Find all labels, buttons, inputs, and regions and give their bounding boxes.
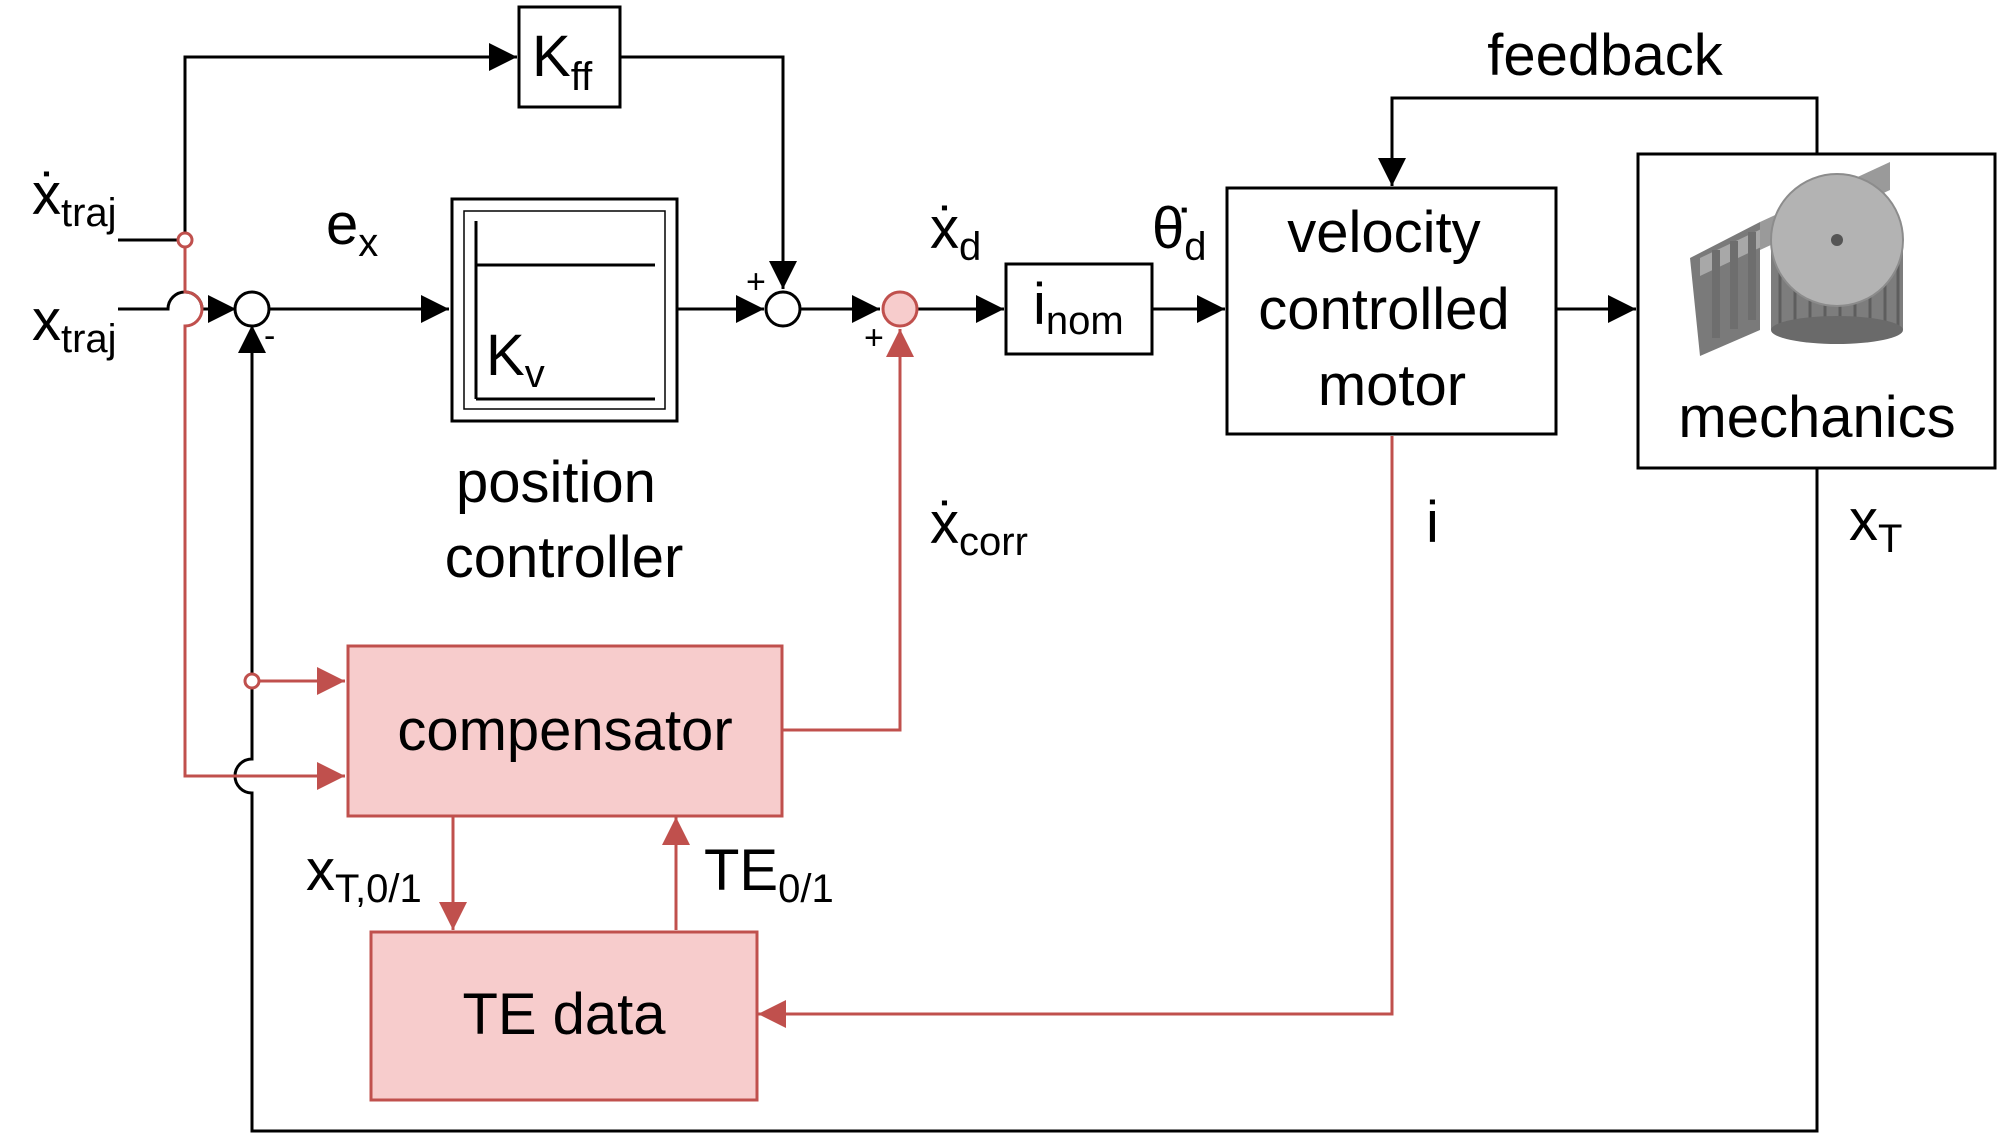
velocity-motor-block: [1225, 186, 1558, 436]
xT-label: xT: [1849, 488, 1902, 561]
xdot-traj-tap-point: [176, 231, 194, 249]
sum2-plus-sign: +: [746, 263, 766, 301]
TE01-label: TE0/1: [704, 838, 834, 911]
feedback-loop-line: [1378, 96, 1819, 186]
ex-label: ex: [326, 192, 378, 265]
kff-label: Kff: [532, 24, 593, 99]
xdot-traj-tap-line: [183, 247, 345, 790]
te-data-label: TE data: [462, 982, 666, 1047]
current-i-label: i: [1426, 490, 1439, 555]
sum1-minus-sign: -: [264, 317, 275, 355]
position-controller-block: [450, 197, 679, 423]
kv-label: Kv: [486, 323, 545, 396]
xT-tap-point: [243, 672, 261, 690]
sum3-plus-sign: +: [864, 319, 884, 357]
compensator-block: [346, 644, 784, 818]
x-traj-label: xtraj: [32, 288, 117, 361]
xdot-d-label: ẋd: [930, 196, 981, 269]
gear-rack-icon: [1690, 162, 1904, 356]
position-controller-inner-frame: [463, 210, 666, 410]
feedforward-branch-line: [183, 43, 517, 233]
velocity-motor-label: velocity controlled motor: [1258, 200, 1526, 418]
current-i-line: [758, 436, 1394, 1028]
feedback-label: feedback: [1487, 23, 1723, 88]
inom-label: inom: [1033, 272, 1124, 343]
position-controller-label: position controller: [445, 450, 684, 590]
black-signal-lines: [118, 43, 1819, 1133]
position-return-line: [233, 325, 1819, 1133]
mechanics-label: mechanics: [1678, 385, 1955, 450]
inom-block: [1004, 262, 1154, 356]
xdot-corr-label: ẋcorr: [930, 491, 1028, 564]
compensator-label: compensator: [397, 698, 732, 763]
kff-output-line: [620, 55, 797, 289]
thetadot-d-label: θ̇d: [1152, 196, 1207, 269]
xdot-traj-label: ẋtraj: [32, 162, 117, 235]
red-signal-lines: [183, 247, 1394, 1028]
xT01-label: xT,0/1: [306, 838, 422, 911]
sum-junction-2: [764, 290, 802, 328]
kff-block: [517, 5, 622, 109]
x-traj-input-line: [118, 290, 236, 323]
xdot-corr-line: [782, 329, 914, 732]
sum-junction-3: [881, 290, 919, 328]
te-data-block: [369, 930, 759, 1102]
sum-junction-1: [233, 290, 271, 328]
